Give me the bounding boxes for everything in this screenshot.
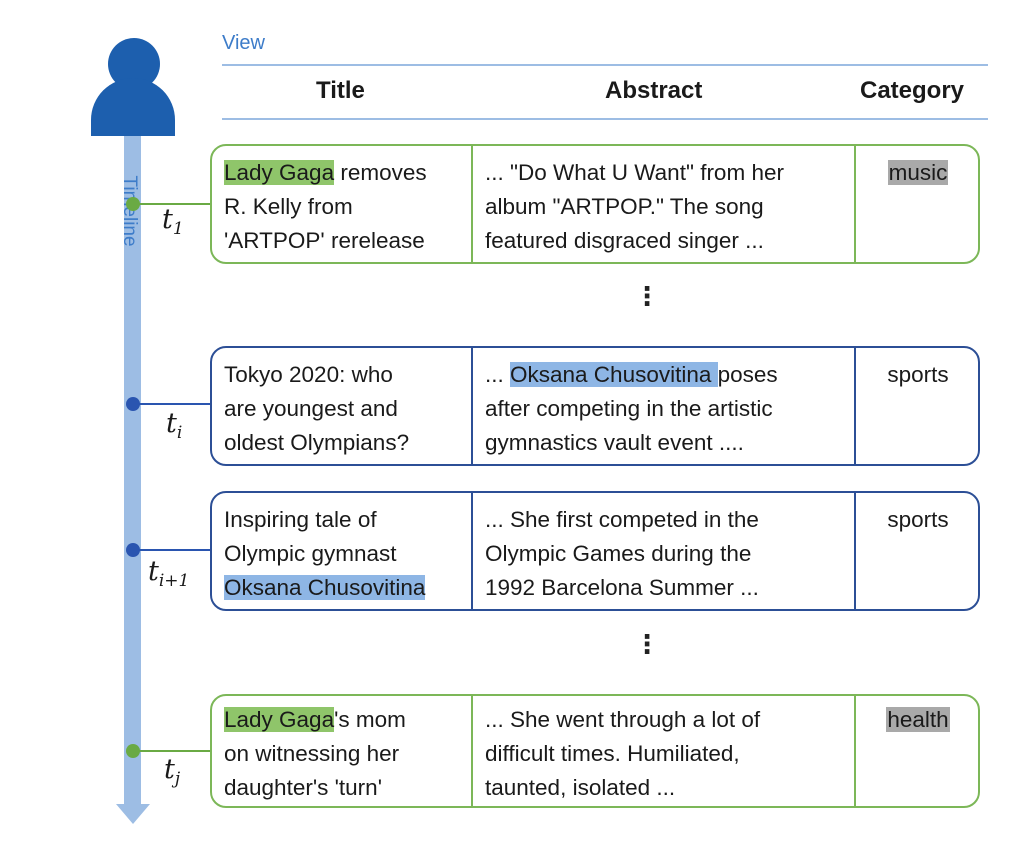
entity-highlight: Oksana Chusovitina <box>224 575 426 600</box>
timeline-bar <box>124 136 141 806</box>
entity-highlight: Lady Gaga <box>224 707 335 732</box>
ellipsis-vertical: ⋮ <box>634 281 660 311</box>
view-label: View <box>222 32 265 54</box>
timeline-connector-t1 <box>139 203 211 205</box>
news-row-ti: Tokyo 2020: who are youngest and oldest … <box>210 346 980 466</box>
column-divider <box>471 146 473 262</box>
row-category: music <box>856 156 980 190</box>
timeline-connector-ti <box>139 403 211 405</box>
column-divider <box>854 348 856 464</box>
news-row-t1: Lady Gaga removes R. Kelly from 'ARTPOP'… <box>210 144 980 264</box>
row-category: sports <box>887 507 949 532</box>
news-row-tj: Lady Gaga's mom on witnessing her daught… <box>210 694 980 808</box>
time-label-t1: t1 <box>162 204 184 239</box>
column-header-abstract: Abstract <box>605 77 703 104</box>
timeline-label: Timeline <box>119 175 140 247</box>
column-divider <box>471 348 473 464</box>
ellipsis-vertical: ⋮ <box>634 629 660 659</box>
row-title: Lady Gaga removes R. Kelly from 'ARTPOP'… <box>224 160 427 253</box>
column-divider <box>854 146 856 262</box>
user-body-icon <box>91 78 175 136</box>
timeline-node-t1 <box>126 197 140 211</box>
row-title: Tokyo 2020: who are youngest and oldest … <box>224 362 410 455</box>
row-abstract: ... She first competed in the Olympic Ga… <box>485 507 759 600</box>
header-bottom-rule <box>222 118 988 120</box>
row-title: Lady Gaga's mom on witnessing her daught… <box>224 707 406 800</box>
row-abstract: ... Oksana Chusovitina poses after compe… <box>485 362 778 455</box>
timeline-node-tj <box>126 744 140 758</box>
entity-highlight: Oksana Chusovitina <box>510 362 718 387</box>
arrow-down-icon <box>116 804 150 824</box>
row-category: sports <box>887 362 949 387</box>
row-category: health <box>856 703 980 737</box>
news-row-ti1: Inspiring tale of Olympic gymnast Oksana… <box>210 491 980 611</box>
column-divider <box>854 696 856 806</box>
timeline-connector-tj <box>139 750 211 752</box>
column-divider <box>471 493 473 609</box>
row-abstract: ... She went through a lot of difficult … <box>485 707 761 800</box>
category-highlight: health <box>886 707 950 732</box>
entity-highlight: Lady Gaga <box>224 160 335 185</box>
column-header-category: Category <box>860 77 965 104</box>
timeline-connector-ti1 <box>139 549 211 551</box>
timeline-node-ti <box>126 397 140 411</box>
column-divider <box>471 696 473 806</box>
category-highlight: music <box>887 160 949 185</box>
time-label-ti1: ti+1 <box>148 556 190 591</box>
header-top-rule <box>222 64 988 66</box>
row-abstract: ... "Do What U Want" from her album "ART… <box>485 160 784 253</box>
column-divider <box>854 493 856 609</box>
row-title: Inspiring tale of Olympic gymnast Oksana… <box>224 507 426 600</box>
time-label-ti: ti <box>166 408 183 443</box>
time-label-tj: tj <box>164 754 181 789</box>
column-header-title: Title <box>316 77 365 104</box>
timeline-node-ti1 <box>126 543 140 557</box>
